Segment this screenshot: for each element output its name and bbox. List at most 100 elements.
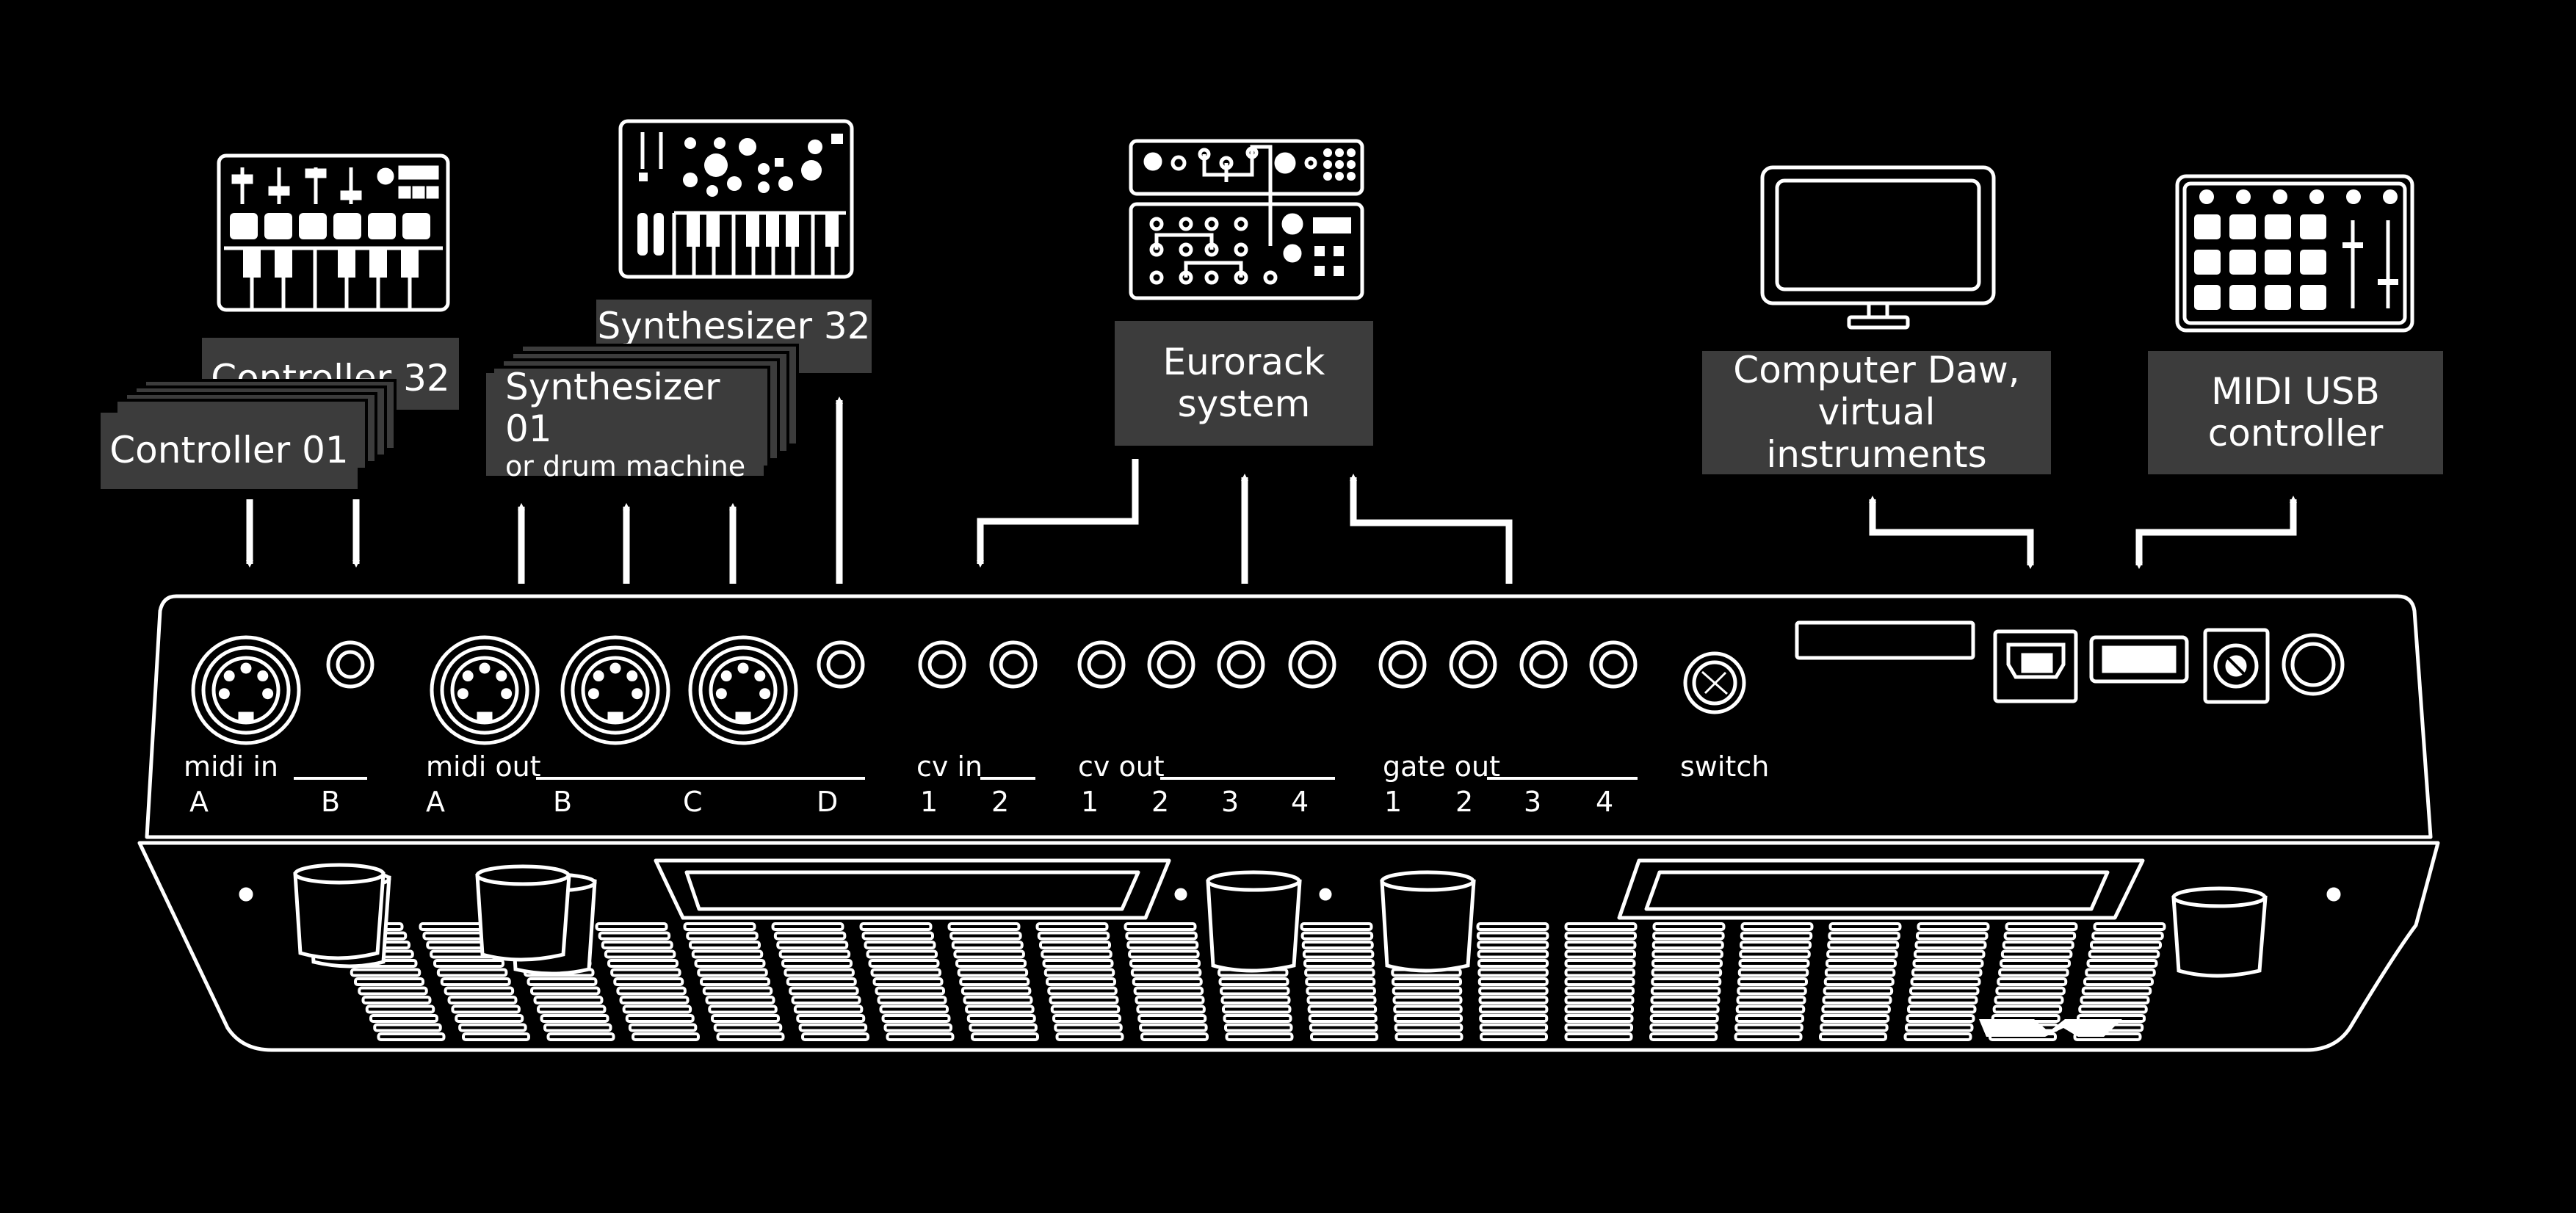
key — [1734, 1023, 1803, 1032]
cv-out-label: cv out — [1078, 750, 1165, 783]
key — [1564, 1032, 1633, 1041]
jack-port — [1077, 640, 1126, 689]
key — [2003, 931, 2077, 941]
midi-out-channel-c: C — [683, 786, 703, 818]
key — [2080, 996, 2150, 1004]
key — [960, 986, 1032, 996]
midi-in-label: midi in — [184, 750, 278, 783]
key — [1477, 959, 1549, 968]
synthesizer-01-subtext: or drum machine — [505, 449, 746, 482]
key — [955, 959, 1027, 968]
key — [1478, 1004, 1549, 1014]
controller-32-label: Controller 32 — [202, 338, 459, 410]
cv-in-channel-2: 2 — [991, 786, 1010, 818]
key — [1564, 1014, 1634, 1023]
key — [1224, 1023, 1293, 1032]
key — [1907, 1004, 1977, 1014]
key — [711, 1014, 780, 1023]
key — [1223, 1014, 1292, 1023]
key — [458, 1023, 527, 1032]
key — [1564, 922, 1638, 931]
key — [1220, 996, 1291, 1004]
key — [1736, 996, 1806, 1004]
midi-out-channel-b: B — [553, 786, 573, 818]
midi-in-channel-b: B — [321, 786, 341, 818]
key — [1303, 959, 1375, 968]
key — [447, 996, 518, 1004]
key — [697, 968, 768, 977]
jack-port — [326, 640, 375, 689]
jack-port — [1519, 640, 1568, 689]
key — [444, 986, 515, 996]
key — [1905, 1023, 1974, 1032]
key — [1035, 922, 1109, 931]
key — [1909, 986, 1980, 996]
key — [694, 959, 766, 968]
key — [462, 1032, 530, 1041]
key — [864, 941, 936, 949]
key — [604, 949, 676, 959]
key — [1136, 1004, 1206, 1014]
key — [1129, 959, 1201, 968]
key — [1737, 986, 1807, 996]
computer-text-line2: virtual instruments — [1766, 391, 1987, 476]
usb-text-line2: controller — [2207, 412, 2384, 455]
gate-out-channel-3: 3 — [1524, 786, 1542, 818]
key — [1652, 931, 1725, 941]
key — [440, 977, 511, 986]
key — [625, 1014, 695, 1023]
key — [683, 922, 756, 931]
key — [1739, 949, 1811, 959]
key — [708, 1004, 778, 1014]
key — [1477, 977, 1549, 986]
cv-out-channel-1: 1 — [1081, 786, 1099, 818]
key — [700, 977, 770, 986]
key — [1994, 996, 2064, 1004]
midi-out-channel-a: A — [426, 786, 445, 818]
usb-power-ports — [1795, 620, 2345, 704]
key — [1564, 931, 1637, 941]
key — [957, 968, 1029, 977]
key — [1828, 931, 1900, 941]
key — [2078, 1004, 2148, 1014]
key — [1049, 996, 1119, 1004]
key — [1820, 1023, 1889, 1032]
key — [1914, 941, 1987, 949]
key — [1037, 931, 1110, 941]
key — [1479, 1014, 1549, 1023]
key — [361, 996, 432, 1004]
key — [2091, 931, 2164, 941]
key — [1125, 931, 1198, 941]
key — [1820, 1014, 1890, 1023]
key — [1735, 1014, 1804, 1023]
key — [433, 959, 504, 968]
gate-out-channel-2: 2 — [1455, 786, 1474, 818]
key — [1392, 986, 1463, 996]
midi-usb-controller-label: MIDI USB controller — [2148, 351, 2443, 474]
key — [373, 1023, 442, 1032]
key — [1394, 1023, 1464, 1032]
key — [1564, 949, 1636, 959]
key — [861, 931, 934, 941]
key — [622, 1004, 692, 1014]
key — [689, 941, 761, 949]
key — [1564, 959, 1636, 968]
key — [350, 968, 422, 977]
key — [1914, 949, 1986, 959]
key — [377, 1032, 446, 1041]
key — [1564, 1023, 1633, 1032]
key — [2088, 949, 2160, 959]
key — [1225, 1032, 1294, 1041]
key — [859, 922, 933, 931]
key — [1564, 941, 1637, 949]
keyboard-controller-icon — [217, 153, 450, 312]
key — [1054, 1023, 1123, 1032]
key — [1649, 1014, 1719, 1023]
key — [1564, 996, 1635, 1004]
cv-out-channel-3: 3 — [1221, 786, 1240, 818]
key — [1650, 996, 1721, 1004]
key — [365, 1004, 435, 1014]
key — [1997, 977, 2068, 986]
key — [771, 922, 844, 931]
key — [773, 931, 847, 941]
